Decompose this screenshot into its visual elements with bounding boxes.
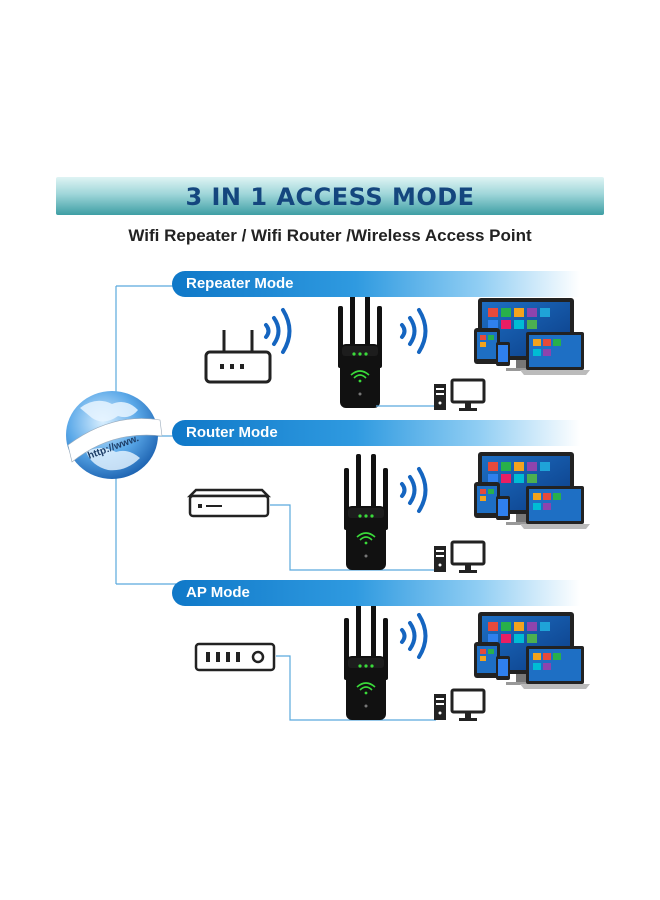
repeater-mode-bar: Repeater Mode: [172, 271, 580, 297]
switch-icon: [194, 642, 276, 672]
desktop-pc-icon: [432, 378, 486, 413]
repeater-device-icon: [343, 603, 389, 721]
repeater-mode-label: Repeater Mode: [186, 275, 294, 292]
router-mode-bar: Router Mode: [172, 420, 580, 446]
page-title: 3 IN 1 ACCESS MODE: [185, 183, 475, 211]
repeater-mode-row: [204, 291, 590, 413]
client-devices-icon: [474, 452, 590, 529]
desktop-pc-icon: [432, 540, 486, 575]
router-mode-row: [186, 452, 590, 575]
desktop-pc-icon: [432, 688, 486, 723]
client-devices-icon: [474, 612, 590, 689]
modem-icon: [186, 488, 272, 518]
repeater-device-icon: [337, 291, 383, 409]
ap-mode-label: AP Mode: [186, 584, 250, 601]
router-icon: [204, 330, 272, 384]
repeater-device-icon: [343, 453, 389, 571]
ap-mode-bar: AP Mode: [172, 580, 580, 606]
client-devices-icon: [474, 298, 590, 375]
wifi-waves-icon: [400, 308, 428, 354]
globe-icon: http://www.: [66, 391, 163, 479]
wifi-waves-icon: [264, 308, 292, 354]
page-subtitle: Wifi Repeater / Wifi Router /Wireless Ac…: [128, 226, 532, 245]
wifi-waves-icon: [400, 613, 428, 659]
ap-mode-row: [194, 603, 590, 723]
wifi-waves-icon: [400, 467, 428, 513]
title-banner: 3 IN 1 ACCESS MODE: [56, 177, 604, 215]
router-mode-label: Router Mode: [186, 424, 278, 441]
